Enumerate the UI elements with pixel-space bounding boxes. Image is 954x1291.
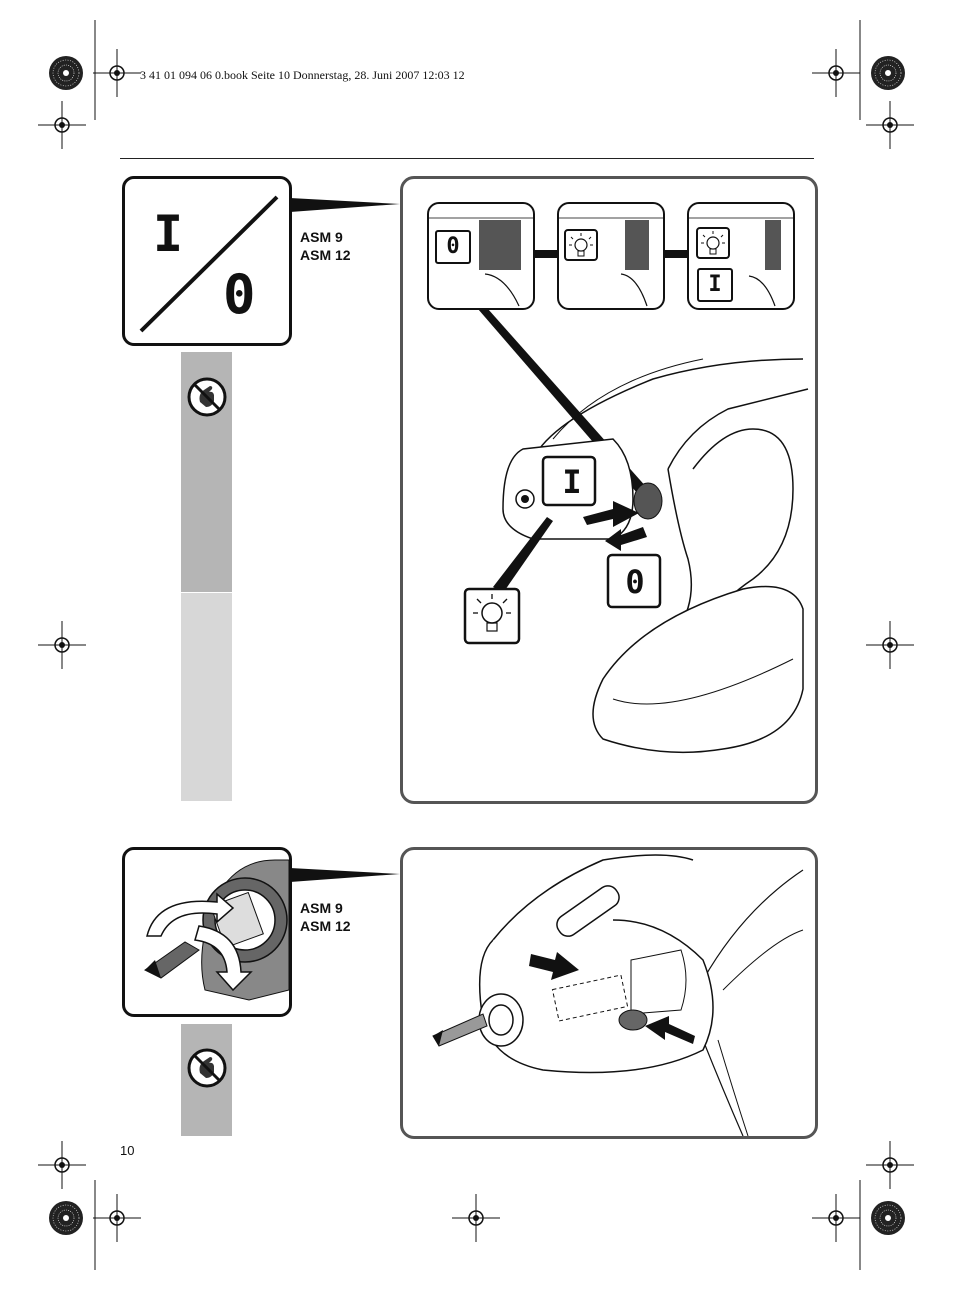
registration-mark-icon [865,100,915,150]
model-label-1: ASM 9 ASM 12 [300,229,351,263]
page-number: 10 [120,1143,135,1158]
registration-mark-icon [865,620,915,670]
on-symbol: I [153,205,184,263]
off-symbol: 0 [223,263,256,326]
on-off-symbol-box: I 0 [122,176,292,346]
registration-mark-icon [811,48,861,98]
push-arrow-icon [583,501,647,551]
registration-mark-icon [92,1193,142,1243]
registration-mark-icon [48,1200,84,1236]
bit-change-box [122,847,292,1017]
state-off-symbol: 0 [435,230,471,264]
pointer-wedge [290,868,400,882]
warning-strip-light [181,593,232,801]
bit-eject-illustration [432,854,804,1136]
registration-mark-icon [37,100,87,150]
on-off-slash [139,195,279,333]
registration-mark-icon [870,1200,906,1236]
state-box-off: 0 [427,202,535,310]
file-header: 3 41 01 094 06 0.book Seite 10 Donnersta… [140,68,465,82]
state-on-symbol: I [697,268,733,302]
registration-mark-icon [37,1140,87,1190]
registration-mark-icon [48,55,84,91]
registration-mark-icon [865,1140,915,1190]
state-connector [665,250,689,258]
state-box-lamp [557,202,665,310]
bit-rotation-illustration [144,859,289,1001]
no-tools-hand-icon [187,377,227,417]
drill-illustration [463,309,809,754]
pointer-wedge [290,198,400,212]
push-arrow-icon [529,952,695,1044]
lamp-icon [473,594,511,632]
registration-mark-icon [37,620,87,670]
registration-mark-icon [870,55,906,91]
lamp-icon [569,233,593,257]
model-label-2: ASM 9 ASM 12 [300,900,351,934]
rotate-arrow-icon [146,892,253,992]
state-connector [535,250,559,258]
registration-mark-icon [92,48,142,98]
callout-off-symbol: 0 [625,563,645,601]
lamp-icon [701,231,725,255]
registration-mark-icon [451,1193,501,1243]
no-tools-hand-icon [187,1048,227,1088]
state-box-lamp-on: I [687,202,795,310]
registration-mark-icon [811,1193,861,1243]
callout-on-symbol: I [562,463,582,501]
header-rule [120,158,814,159]
